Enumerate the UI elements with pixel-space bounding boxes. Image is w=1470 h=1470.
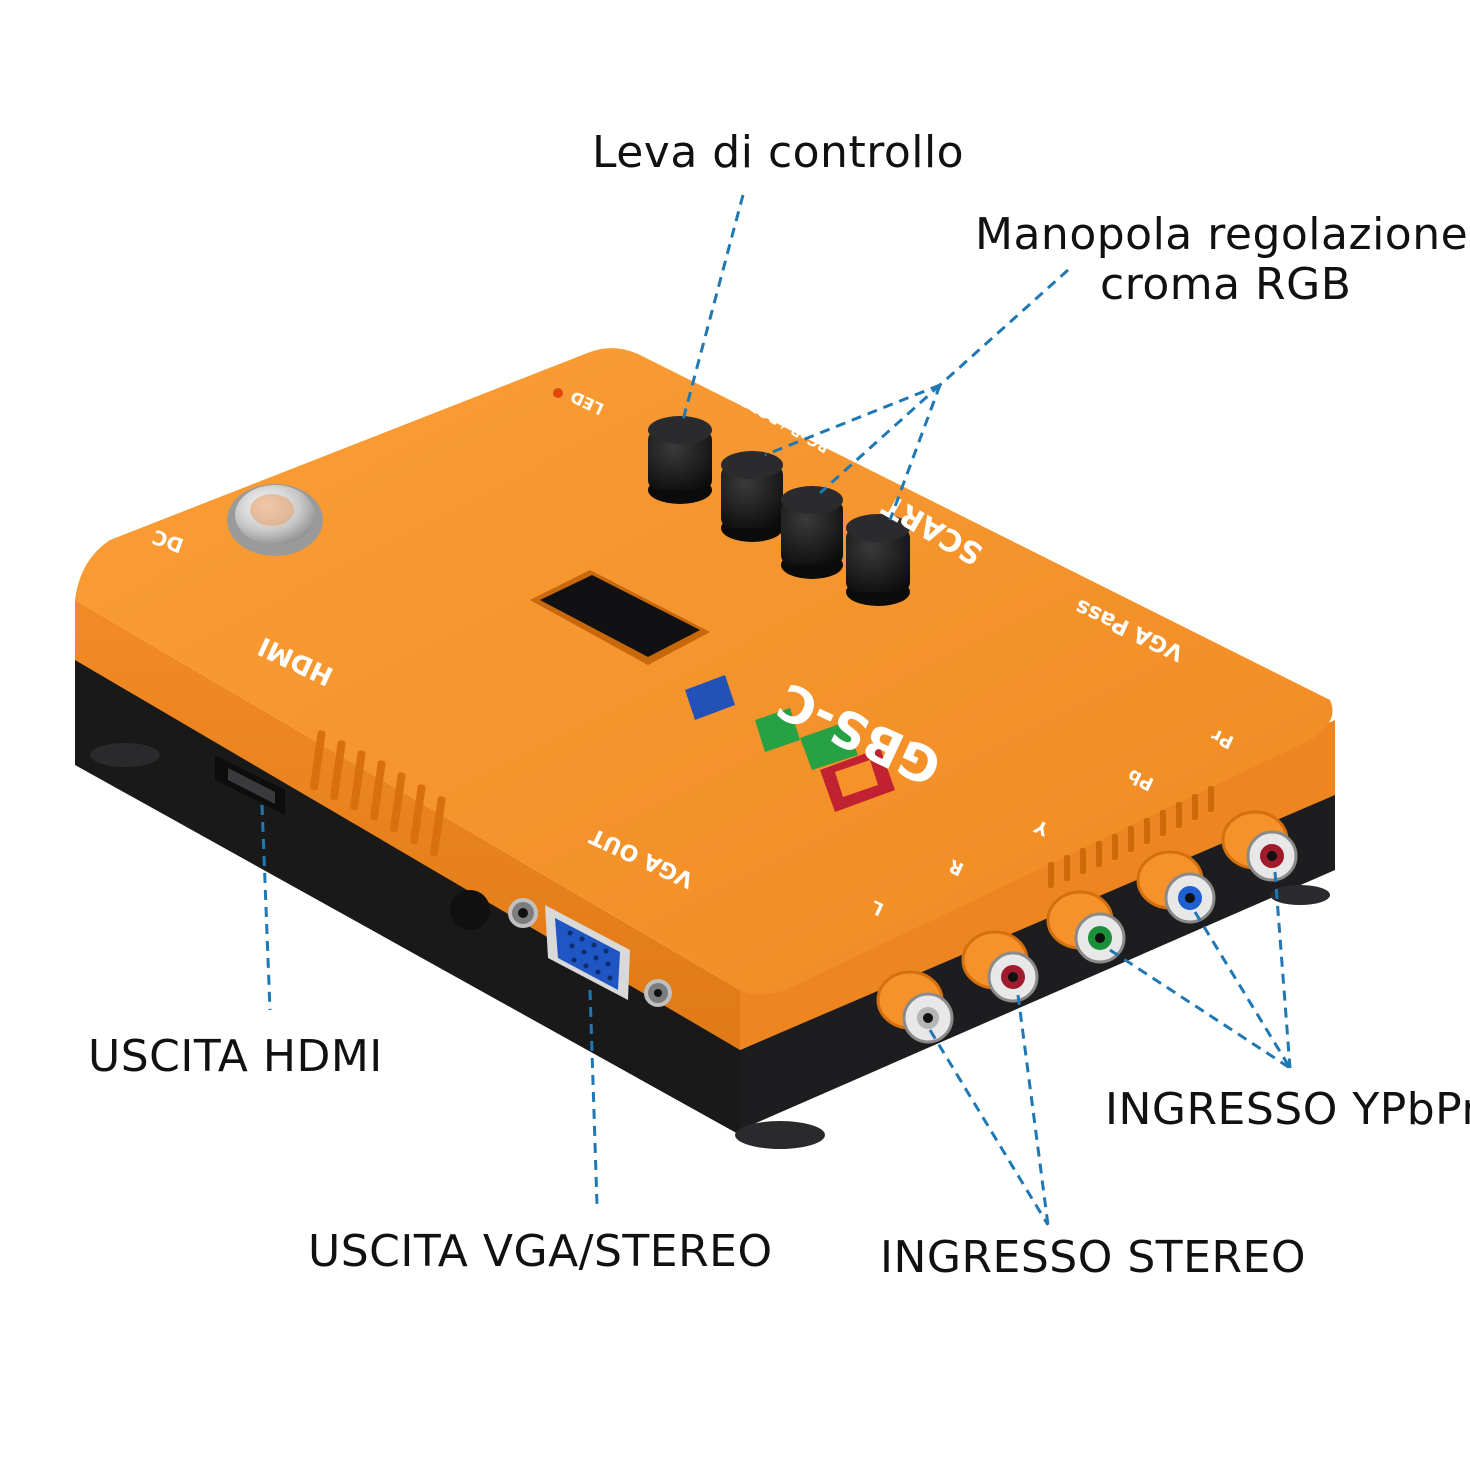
device-top: [75, 348, 1333, 995]
callout-ypbpr-in: INGRESSO YPbPr: [1105, 1084, 1470, 1135]
control-lever-knob: [648, 416, 712, 504]
oled-display: [530, 570, 710, 665]
audio-jack-left: [450, 890, 490, 930]
rgb-knob-2: [781, 486, 843, 579]
rubber-foot: [735, 1121, 825, 1149]
callout-vga-stereo-out: USCITA VGA/STEREO: [308, 1226, 773, 1277]
rca-jack-y: [1046, 890, 1126, 964]
rubber-foot: [90, 743, 160, 767]
callout-control-lever: Leva di controllo: [592, 127, 965, 178]
callout-hdmi-out: USCITA HDMI: [88, 1031, 383, 1082]
hdmi-port: [215, 755, 285, 815]
rubber-foot: [1270, 885, 1330, 905]
callout-rgb-knob-line2: croma RGB: [1100, 259, 1352, 310]
brand-logo-blocks: [685, 675, 895, 812]
callout-rgb-knob-line1: Manopola regolazione: [975, 209, 1469, 260]
rca-jack-r: [961, 930, 1039, 1003]
led-indicator: [553, 388, 563, 398]
rca-jack-l: [876, 970, 954, 1044]
vent-slots-right: [1048, 786, 1214, 888]
rgb-knob-3: [846, 514, 910, 606]
device-side-right: [740, 720, 1335, 1050]
rca-jack-pr: [1221, 810, 1298, 882]
callout-stereo-in: INGRESSO STEREO: [880, 1232, 1306, 1283]
vent-slots-left: [310, 730, 446, 857]
leader-lines: [260, 194, 1292, 1226]
rgb-knob-1: [721, 451, 783, 542]
power-button: [227, 484, 323, 556]
rca-jack-pb: [1136, 850, 1216, 924]
vga-port: [545, 905, 630, 1000]
